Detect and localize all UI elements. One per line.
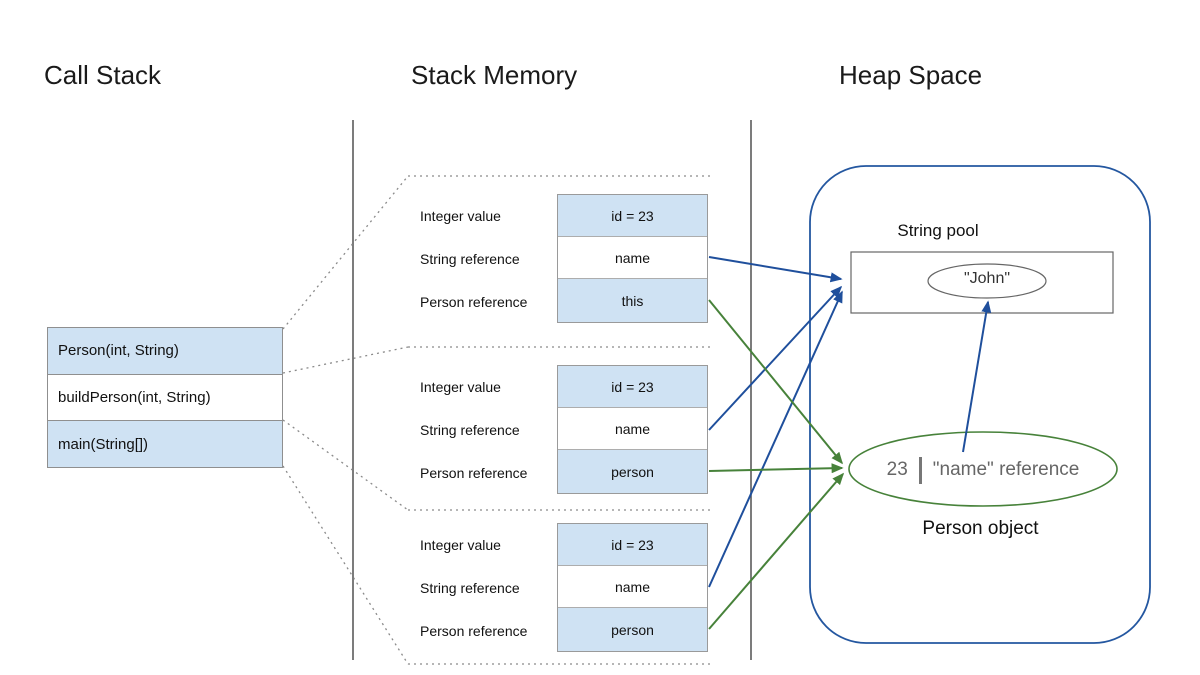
- dotted-fan-top: [282, 175, 409, 330]
- person-id-value: 23: [886, 459, 908, 480]
- arrow-person-name-to-john: [962, 300, 992, 453]
- dotted-fan-mid1: [282, 346, 409, 374]
- dotted-fan-bottom: [282, 465, 409, 665]
- person-object-ellipse: [848, 431, 1118, 507]
- heap-space-container: [809, 165, 1151, 644]
- arrow-frame1-name-to-stringpool: [708, 256, 843, 283]
- string-pool-label: String pool: [897, 221, 979, 240]
- value-separator-bar: [918, 456, 922, 484]
- string-reference-arrows: [708, 256, 992, 588]
- john-string-value: "John": [963, 270, 1011, 287]
- stack-memory-title: Stack Memory: [411, 60, 578, 90]
- frame2-integer-label: Integer value: [420, 378, 501, 395]
- frame1-integer-label: Integer value: [420, 207, 501, 224]
- arrow-frame2-person-to-person: [708, 463, 844, 474]
- frame1-person-label: Person reference: [420, 293, 528, 310]
- arrow-frame2-name-to-stringpool: [708, 285, 843, 431]
- frame1-values-box: id = 23 name this: [557, 194, 708, 323]
- call-stack-frame-buildperson: buildPerson(int, String): [48, 374, 282, 422]
- frame2-person-value: person: [558, 450, 707, 493]
- frame2-person-label: Person reference: [420, 464, 528, 481]
- frame3-labels: Integer value String reference Person re…: [420, 523, 555, 652]
- frame2-values-box: id = 23 name person: [557, 365, 708, 494]
- frame1-this-value: this: [558, 279, 707, 322]
- frame3-person-label: Person reference: [420, 622, 528, 639]
- frame1-string-label: String reference: [420, 250, 520, 267]
- person-object-label: Person object: [922, 518, 1039, 539]
- frame-boundary-dotted-lines: [282, 175, 710, 665]
- frame3-person-value: person: [558, 608, 707, 651]
- frame3-integer-label: Integer value: [420, 536, 501, 553]
- arrow-frame3-person-to-person: [708, 472, 845, 630]
- arrow-frame1-this-to-person: [708, 299, 844, 465]
- frame3-name-value: name: [558, 566, 707, 608]
- frame3-values-box: id = 23 name person: [557, 523, 708, 652]
- heap-space-title: Heap Space: [839, 60, 983, 90]
- call-stack-frame-person: Person(int, String): [48, 328, 282, 375]
- person-object-value: 23 "name" reference: [849, 451, 1117, 489]
- frame2-labels: Integer value String reference Person re…: [420, 365, 555, 494]
- dotted-fan-mid2: [282, 419, 409, 511]
- frame2-string-label: String reference: [420, 421, 520, 438]
- frame1-labels: Integer value String reference Person re…: [420, 194, 555, 323]
- call-stack-frame-main: main(String[]): [48, 421, 282, 468]
- call-stack-title: Call Stack: [44, 60, 162, 90]
- person-reference-arrows: [708, 299, 845, 630]
- frame2-id-value: id = 23: [558, 366, 707, 408]
- frame2-name-value: name: [558, 408, 707, 450]
- frame1-id-value: id = 23: [558, 195, 707, 237]
- person-name-reference-value: "name" reference: [932, 459, 1080, 480]
- john-string-ellipse: [927, 263, 1047, 299]
- call-stack-box: Person(int, String) buildPerson(int, Str…: [47, 327, 283, 468]
- arrow-frame3-name-to-stringpool: [708, 290, 843, 588]
- frame3-id-value: id = 23: [558, 524, 707, 566]
- frame3-string-label: String reference: [420, 579, 520, 596]
- frame1-name-value: name: [558, 237, 707, 279]
